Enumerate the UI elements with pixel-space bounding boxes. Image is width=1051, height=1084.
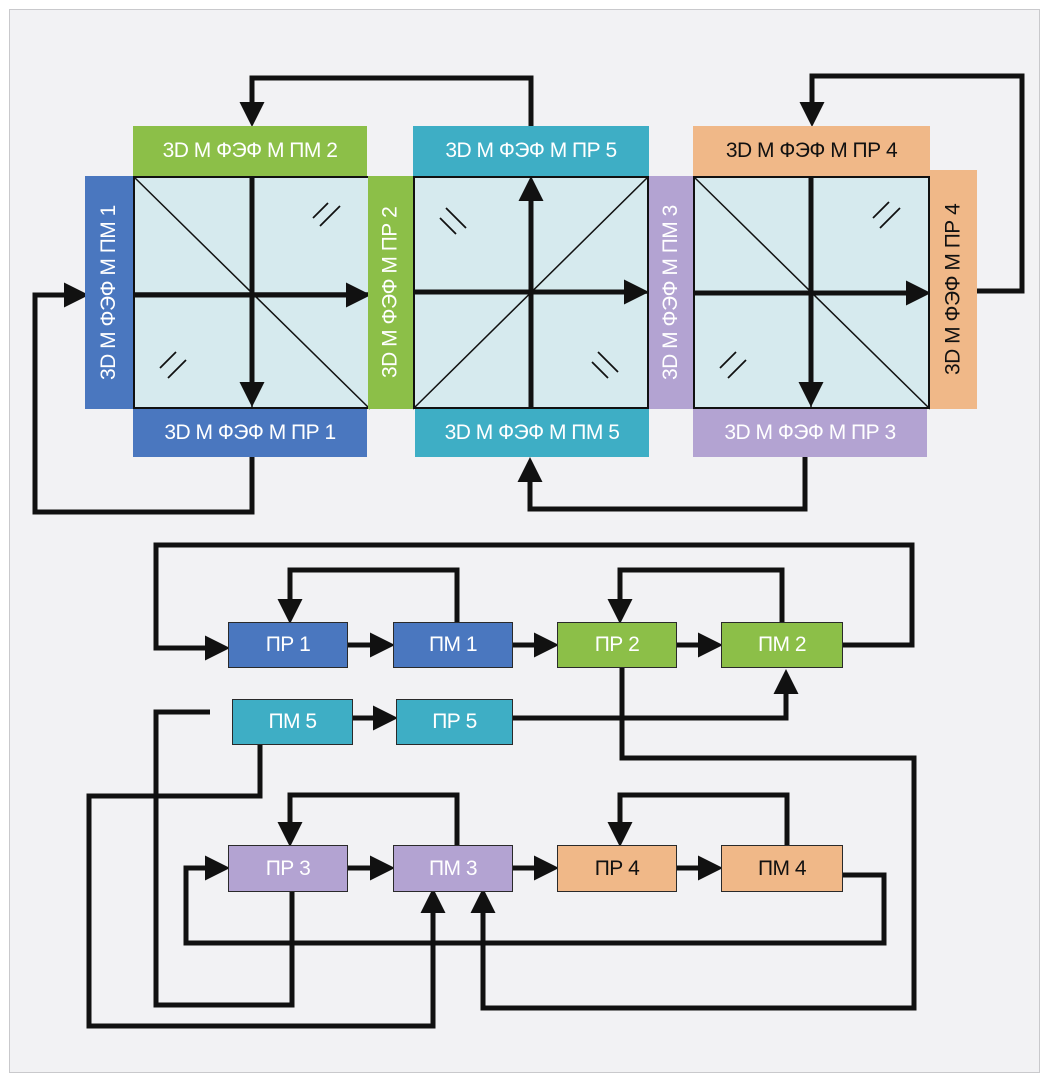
label-pm3-side: 3D М ФЭФ М ПМ 3 [649, 176, 693, 409]
label-pr2-side: 3D М ФЭФ М ПР 2 [368, 176, 413, 409]
label-pm1-side: 3D М ФЭФ М ПМ 1 [85, 176, 133, 409]
node-pm2: ПМ 2 [721, 622, 843, 668]
node-pr1: ПР 1 [228, 622, 348, 668]
label-pm5-bottom: 3D М ФЭФ М ПМ 5 [415, 409, 649, 457]
node-pr4: ПР 4 [557, 845, 677, 892]
node-pm3: ПМ 3 [393, 845, 513, 892]
flow-connectors [86, 542, 917, 1029]
glass-hatch-marks [159, 201, 901, 379]
top-loop-connectors [32, 73, 1025, 515]
label-pr4-top: 3D М ФЭФ М ПР 4 [693, 126, 930, 176]
node-pr5: ПР 5 [396, 699, 513, 745]
label-pr1-bottom: 3D М ФЭФ М ПР 1 [133, 409, 367, 457]
label-pr5-top: 3D М ФЭФ М ПР 5 [413, 126, 649, 176]
label-pm2-top: 3D М ФЭФ М ПМ 2 [133, 126, 367, 176]
node-pm4: ПМ 4 [721, 845, 843, 892]
label-pr3-bottom: 3D М ФЭФ М ПР 3 [693, 409, 927, 457]
node-pr3: ПР 3 [228, 845, 348, 892]
node-pm1: ПМ 1 [393, 622, 513, 668]
node-pm5: ПМ 5 [232, 699, 353, 745]
label-pr4-side: 3D М ФЭФ М ПР 4 [930, 170, 977, 409]
node-pr2: ПР 2 [557, 622, 677, 668]
panel-flow-arrows [133, 176, 931, 409]
